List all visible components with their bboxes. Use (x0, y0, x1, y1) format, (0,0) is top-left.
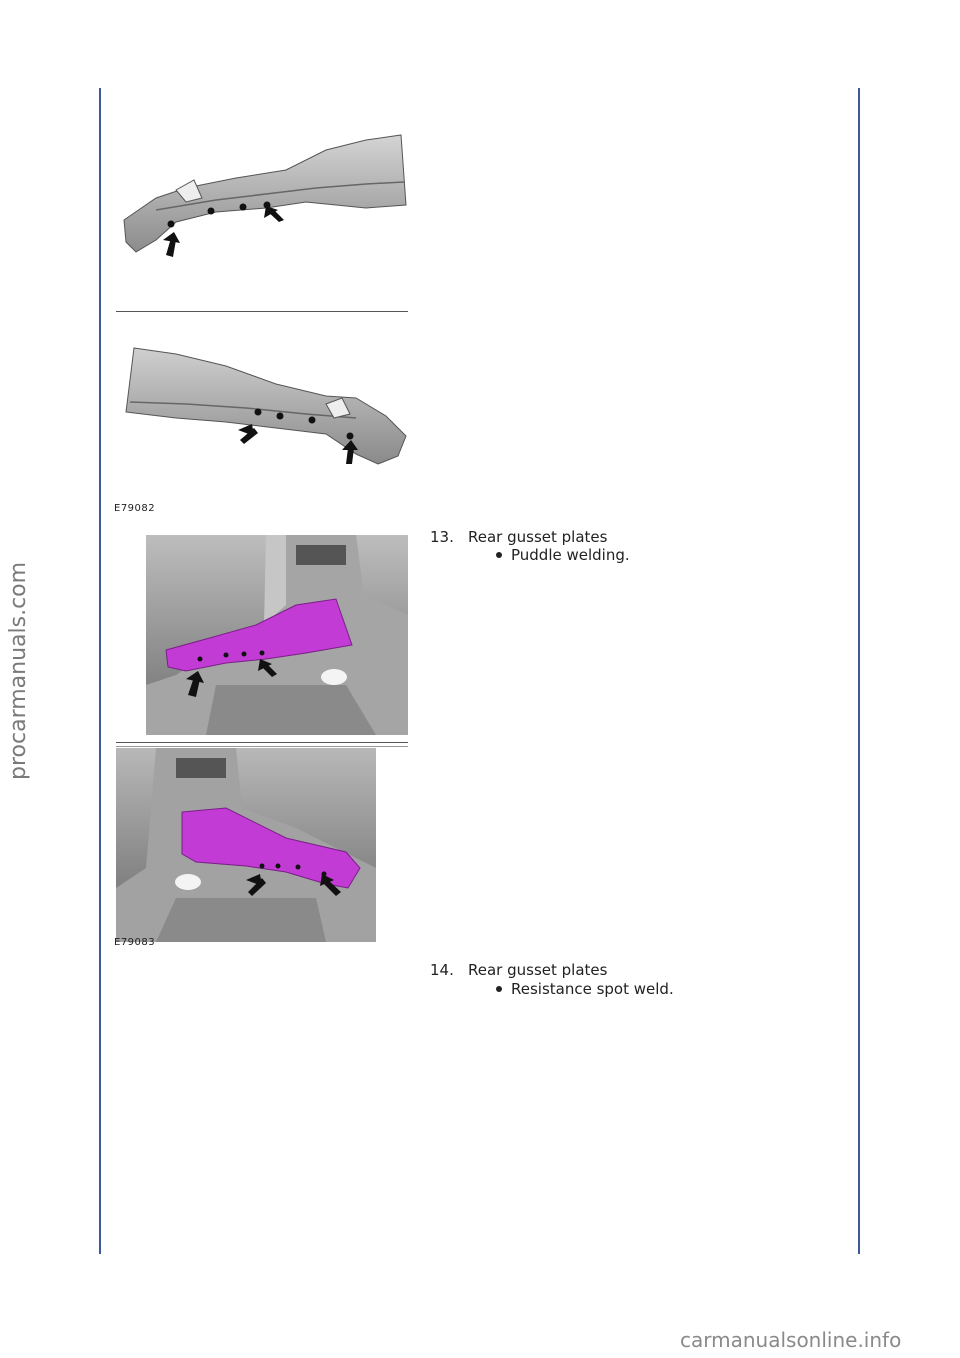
figure-code: E79083 (114, 937, 156, 948)
bullet-text: Puddle welding. (511, 546, 630, 564)
footer-watermark: carmanualsonline.info (680, 1328, 902, 1352)
figure-divider (116, 311, 408, 312)
left-margin-rule (99, 88, 101, 1254)
step-13: 13. Rear gusset plates (430, 528, 607, 546)
bullet-icon (496, 552, 502, 558)
side-watermark: procarmanuals.com (6, 561, 31, 780)
figure-e79082-top-illustration (123, 134, 407, 257)
step-title: Rear gusset plates (468, 961, 608, 979)
figure-divider (116, 742, 408, 747)
figure-e79083-top-illustration (146, 535, 408, 735)
step-14: 14. Rear gusset plates (430, 961, 607, 979)
bullet-icon (496, 986, 502, 992)
step-number: 14. (430, 961, 454, 979)
figure-e79082-bottom-illustration (125, 347, 407, 465)
step-title: Rear gusset plates (468, 528, 608, 546)
step-13-bullet: Puddle welding. (496, 546, 630, 564)
step-14-bullet: Resistance spot weld. (496, 980, 674, 998)
bullet-text: Resistance spot weld. (511, 980, 674, 998)
figure-e79083-bottom-illustration (116, 748, 376, 942)
right-margin-rule (858, 88, 860, 1254)
step-number: 13. (430, 528, 454, 546)
figure-code: E79082 (114, 503, 156, 514)
